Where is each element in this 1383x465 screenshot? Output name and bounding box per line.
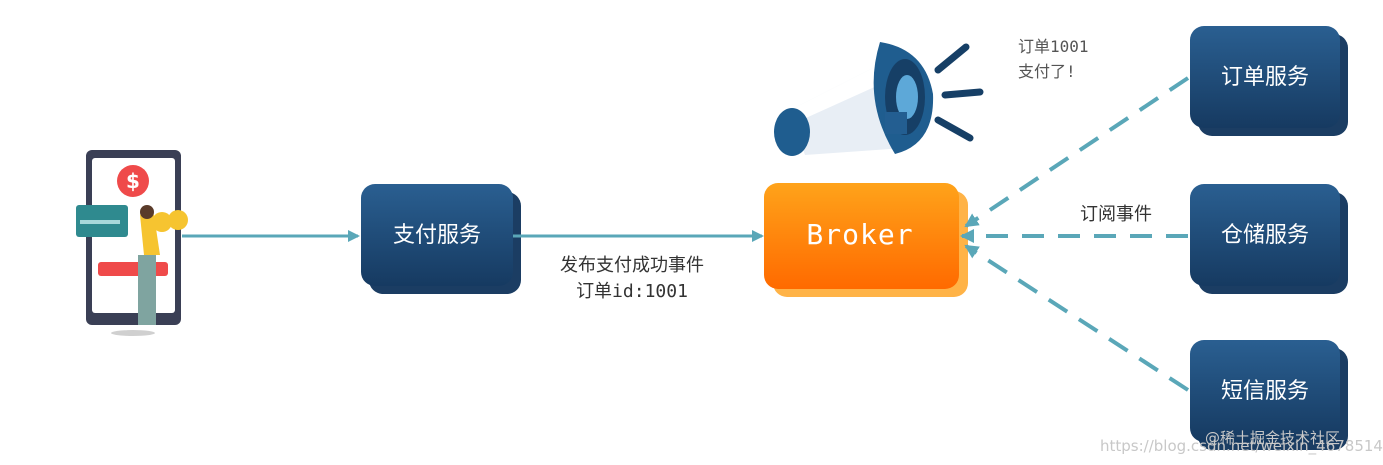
watermark-brand: @稀土掘金技术社区	[1205, 429, 1340, 447]
megaphone-icon	[774, 42, 984, 156]
publish-event-label: 发布支付成功事件	[560, 255, 704, 276]
note-line2: 支付了!	[1018, 62, 1076, 81]
svg-text:$: $	[126, 169, 140, 193]
order-to-broker-arrow	[964, 76, 1190, 228]
order-service-label: 订单服务	[1221, 65, 1309, 90]
sms-to-broker-arrow	[964, 244, 1190, 392]
order-service-node: 订单服务	[1190, 26, 1348, 136]
sms-service-node: 短信服务	[1190, 340, 1348, 450]
broker-label: Broker	[806, 218, 913, 251]
broker-node: Broker	[764, 183, 968, 297]
storage-service-node: 仓储服务	[1190, 184, 1348, 294]
phone-payment-icon: $	[76, 150, 188, 336]
watermark-url: https://blog.csdn.net/weixin_46785144	[1100, 437, 1383, 456]
sms-service-label: 短信服务	[1221, 379, 1309, 404]
note-line1: 订单1001	[1018, 37, 1089, 56]
pay-service-node: 支付服务	[361, 184, 521, 294]
storage-service-label: 仓储服务	[1221, 223, 1309, 248]
subscribe-event-label: 订阅事件	[1080, 204, 1152, 225]
pay-service-label: 支付服务	[393, 223, 481, 248]
order-id-label: 订单id:1001	[576, 281, 688, 302]
